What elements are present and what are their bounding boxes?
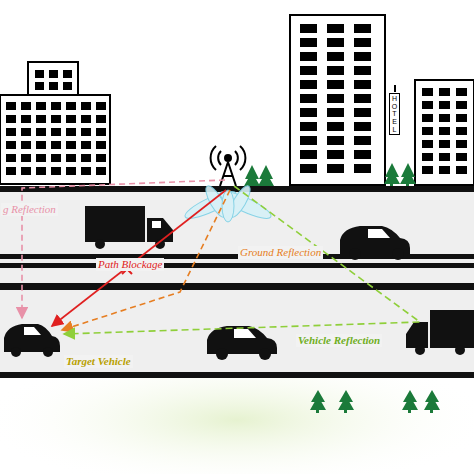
reflection-label: g Reflection [1, 203, 58, 216]
vehicle-label: Target Vehicle [64, 355, 133, 368]
reflection-label: Ground Reflection [238, 246, 323, 259]
blockage-label: Path Blockage [96, 258, 164, 271]
reflection-label: Vehicle Reflection [296, 334, 382, 347]
hotel-sign: HOTEL [389, 93, 400, 135]
